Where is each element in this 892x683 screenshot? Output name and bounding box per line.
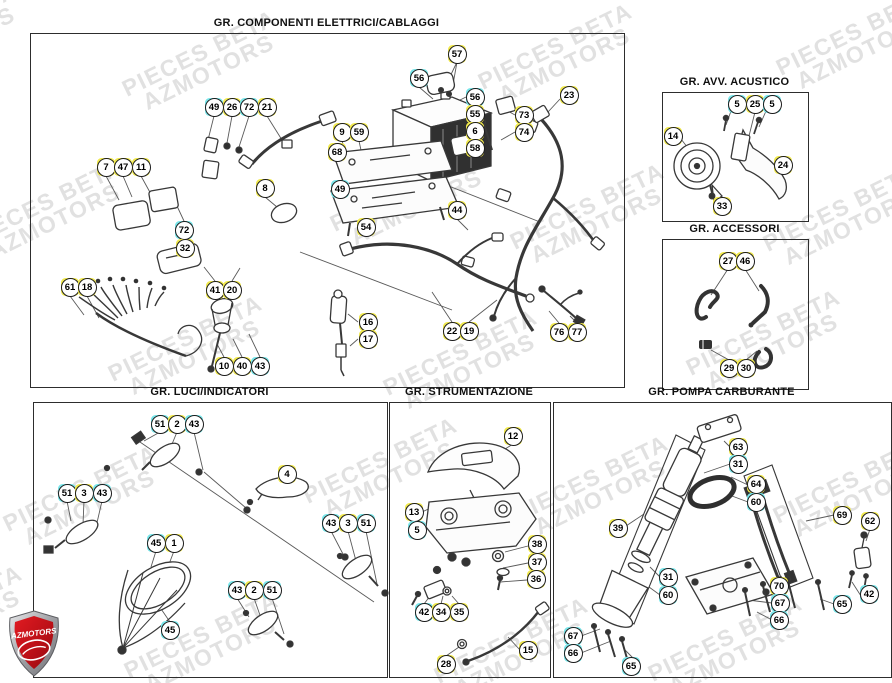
callout-28[interactable]: 28 <box>436 654 456 674</box>
callout-11[interactable]: 11 <box>131 157 151 177</box>
callout-5[interactable]: 5 <box>762 94 782 114</box>
callout-19[interactable]: 19 <box>459 321 479 341</box>
callout-30[interactable]: 30 <box>736 358 756 378</box>
callout-37[interactable]: 37 <box>527 552 547 572</box>
callout-32[interactable]: 32 <box>175 238 195 258</box>
callout-66[interactable]: 66 <box>769 610 789 630</box>
callout-51[interactable]: 51 <box>57 483 77 503</box>
callout-67[interactable]: 67 <box>563 626 583 646</box>
callout-70[interactable]: 70 <box>769 576 789 596</box>
callout-43[interactable]: 43 <box>250 356 270 376</box>
callout-34[interactable]: 34 <box>431 602 451 622</box>
callout-72[interactable]: 72 <box>174 220 194 240</box>
callout-26[interactable]: 26 <box>222 97 242 117</box>
callout-29[interactable]: 29 <box>719 358 739 378</box>
callout-2[interactable]: 2 <box>244 580 264 600</box>
callout-51[interactable]: 51 <box>356 513 376 533</box>
callout-5[interactable]: 5 <box>407 520 427 540</box>
callout-42[interactable]: 42 <box>859 584 879 604</box>
callout-17[interactable]: 17 <box>358 329 378 349</box>
callout-9[interactable]: 9 <box>332 122 352 142</box>
callout-60[interactable]: 60 <box>658 585 678 605</box>
callout-31[interactable]: 31 <box>658 567 678 587</box>
callout-49[interactable]: 49 <box>330 179 350 199</box>
callout-73[interactable]: 73 <box>514 105 534 125</box>
callout-31[interactable]: 31 <box>728 454 748 474</box>
callout-56[interactable]: 56 <box>409 68 429 88</box>
callout-36[interactable]: 36 <box>526 569 546 589</box>
callout-15[interactable]: 15 <box>518 640 538 660</box>
callout-77[interactable]: 77 <box>567 322 587 342</box>
callout-58[interactable]: 58 <box>465 138 485 158</box>
callout-41[interactable]: 41 <box>205 280 225 300</box>
callout-23[interactable]: 23 <box>559 85 579 105</box>
callout-57[interactable]: 57 <box>447 44 467 64</box>
callout-4[interactable]: 4 <box>277 464 297 484</box>
callout-45[interactable]: 45 <box>146 533 166 553</box>
callout-49[interactable]: 49 <box>204 97 224 117</box>
callout-16[interactable]: 16 <box>358 312 378 332</box>
callout-8[interactable]: 8 <box>255 178 275 198</box>
callout-3[interactable]: 3 <box>338 513 358 533</box>
panel-title-acustico: GR. AVV. ACUSTICO <box>679 76 790 88</box>
callout-45[interactable]: 45 <box>160 620 180 640</box>
callout-55[interactable]: 55 <box>465 104 485 124</box>
panel-title-luci: GR. LUCI/INDICATORI <box>150 386 269 398</box>
callout-6[interactable]: 6 <box>465 121 485 141</box>
callout-40[interactable]: 40 <box>232 356 252 376</box>
panel-title-elettrici: GR. COMPONENTI ELETTRICI/CABLAGGI <box>213 17 440 29</box>
callout-64[interactable]: 64 <box>746 474 766 494</box>
callout-65[interactable]: 65 <box>832 594 852 614</box>
callout-43[interactable]: 43 <box>184 414 204 434</box>
callout-69[interactable]: 69 <box>832 505 852 525</box>
panel-title-accessori: GR. ACCESSORI <box>689 223 780 235</box>
callout-43[interactable]: 43 <box>321 513 341 533</box>
callout-76[interactable]: 76 <box>549 322 569 342</box>
logo-swoosh-icon <box>17 639 51 661</box>
callout-63[interactable]: 63 <box>728 437 748 457</box>
callout-22[interactable]: 22 <box>442 321 462 341</box>
callout-51[interactable]: 51 <box>262 580 282 600</box>
callout-3[interactable]: 3 <box>74 483 94 503</box>
callout-65[interactable]: 65 <box>621 656 641 676</box>
panel-title-strumentazione: GR. STRUMENTAZIONE <box>404 386 534 398</box>
callout-68[interactable]: 68 <box>327 142 347 162</box>
callout-33[interactable]: 33 <box>712 196 732 216</box>
callout-39[interactable]: 39 <box>608 518 628 538</box>
callout-18[interactable]: 18 <box>77 277 97 297</box>
callout-38[interactable]: 38 <box>527 534 547 554</box>
callout-21[interactable]: 21 <box>257 97 277 117</box>
callout-47[interactable]: 47 <box>113 157 133 177</box>
callout-59[interactable]: 59 <box>349 122 369 142</box>
callout-66[interactable]: 66 <box>563 643 583 663</box>
callout-1[interactable]: 1 <box>164 533 184 553</box>
callout-72[interactable]: 72 <box>239 97 259 117</box>
callout-12[interactable]: 12 <box>503 426 523 446</box>
callout-27[interactable]: 27 <box>718 251 738 271</box>
callout-43[interactable]: 43 <box>92 483 112 503</box>
callout-46[interactable]: 46 <box>735 251 755 271</box>
callout-14[interactable]: 14 <box>663 126 683 146</box>
callout-13[interactable]: 13 <box>404 502 424 522</box>
callout-62[interactable]: 62 <box>860 511 880 531</box>
azmotors-logo[interactable]: AZMOTORS <box>5 609 63 679</box>
callout-10[interactable]: 10 <box>214 356 234 376</box>
callout-35[interactable]: 35 <box>449 602 469 622</box>
callout-60[interactable]: 60 <box>746 492 766 512</box>
callout-5[interactable]: 5 <box>727 94 747 114</box>
callout-24[interactable]: 24 <box>773 155 793 175</box>
callout-20[interactable]: 20 <box>222 280 242 300</box>
callout-61[interactable]: 61 <box>60 277 80 297</box>
callout-44[interactable]: 44 <box>447 200 467 220</box>
callout-74[interactable]: 74 <box>514 122 534 142</box>
callout-67[interactable]: 67 <box>770 593 790 613</box>
panel-title-pompa: GR. POMPA CARBURANTE <box>648 386 795 398</box>
callout-54[interactable]: 54 <box>356 217 376 237</box>
